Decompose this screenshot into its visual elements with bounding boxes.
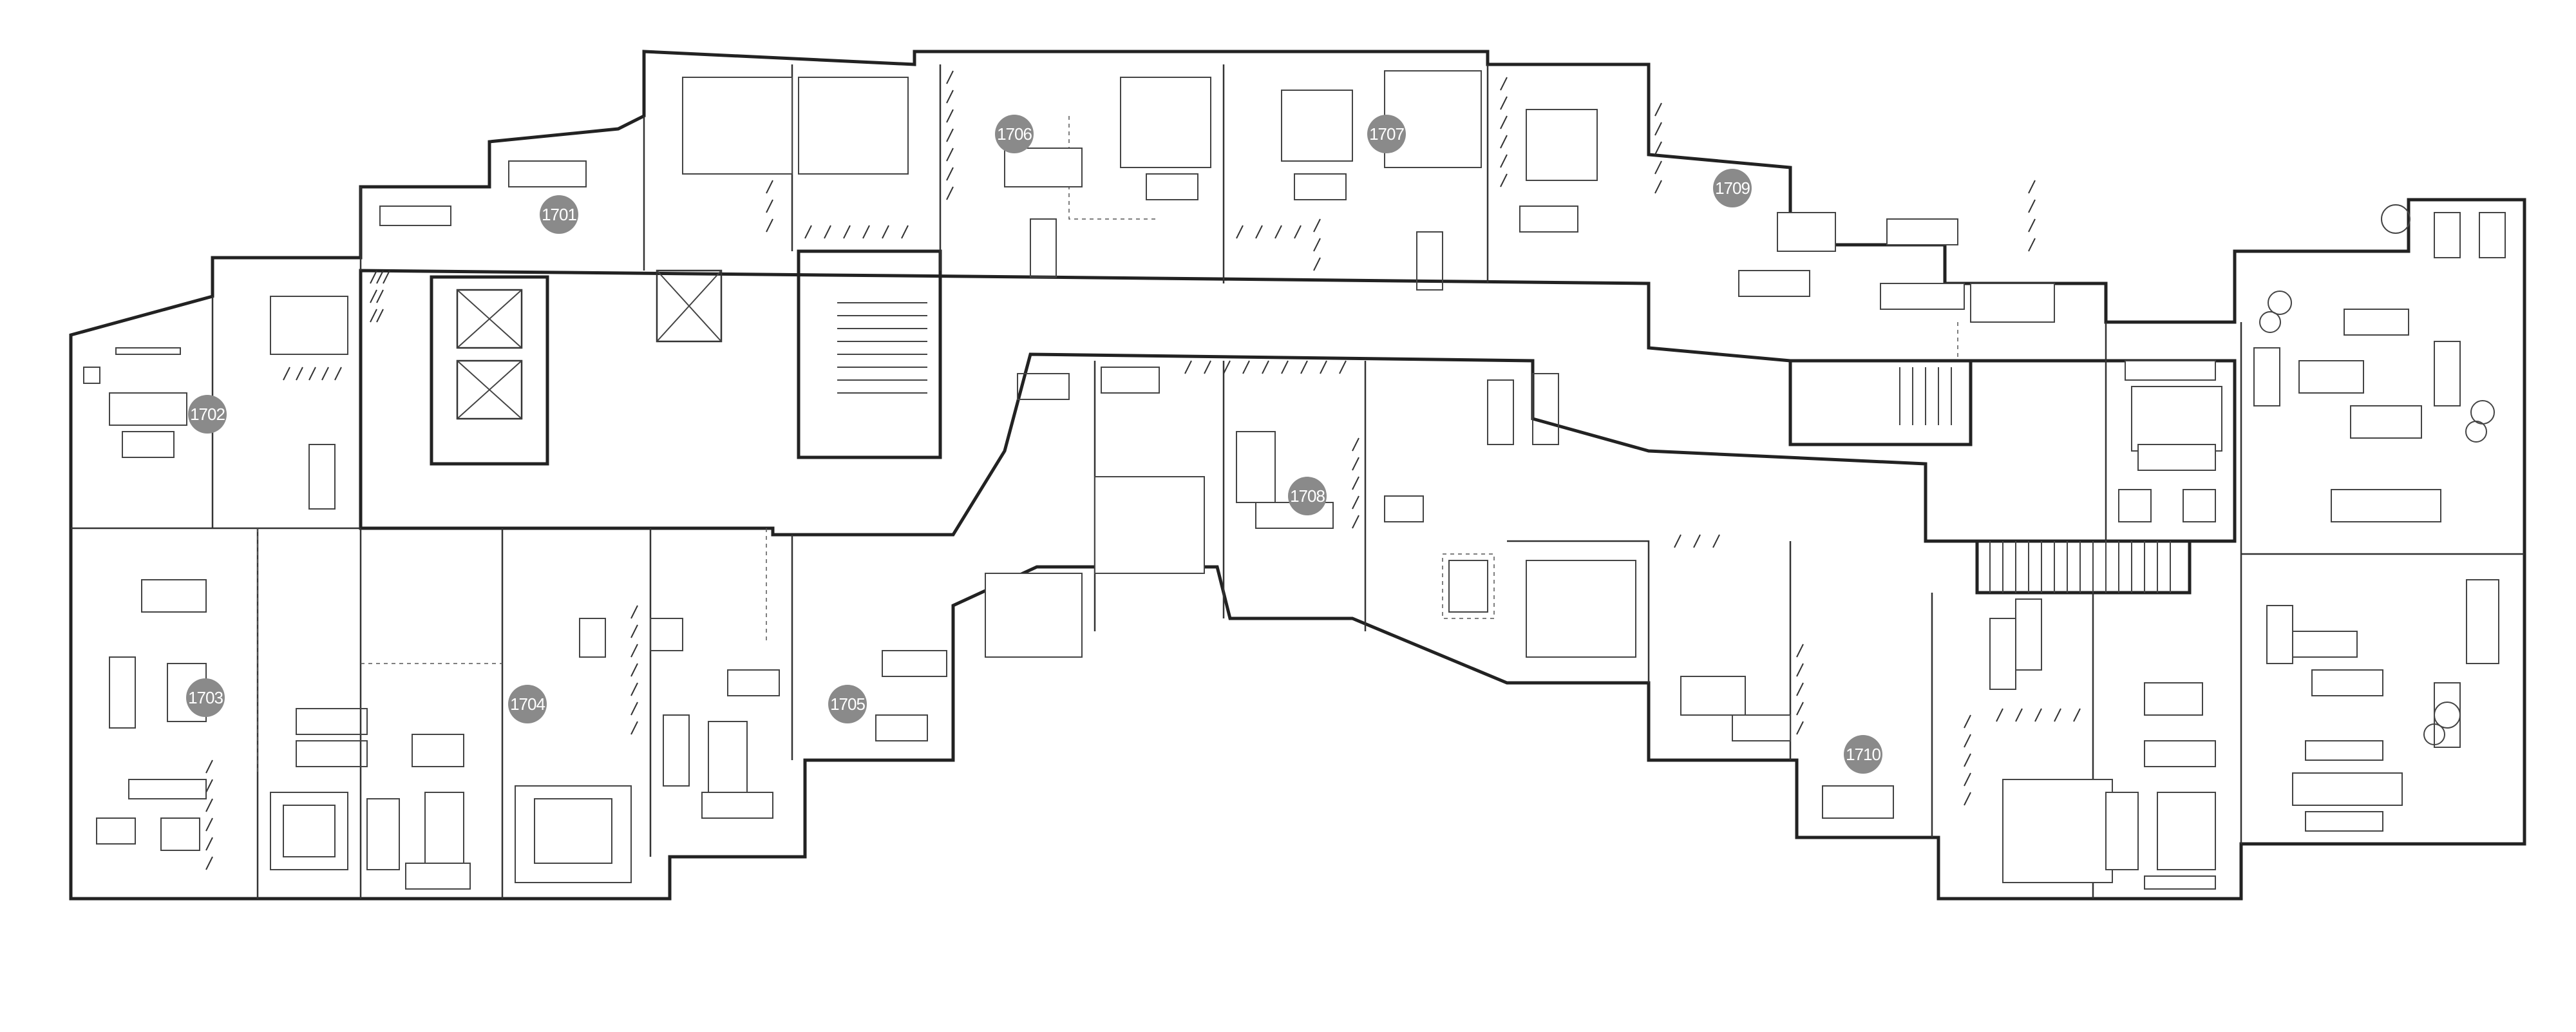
bathroom-fixtures: [296, 205, 2042, 767]
unit-label-1705: 1705: [830, 694, 865, 714]
unit-badge-1705[interactable]: 1705: [828, 685, 867, 723]
dashed-boundaries: [257, 116, 1958, 773]
unit-badge-1707[interactable]: 1707: [1367, 115, 1406, 153]
unit-badge-1703[interactable]: 1703: [186, 678, 225, 717]
terrace-plants: [2259, 204, 2495, 745]
unit-badge-1706[interactable]: 1706: [995, 115, 1034, 153]
unit-badge-1704[interactable]: 1704: [508, 685, 547, 723]
unit-label-1704: 1704: [510, 694, 545, 714]
unit-label-1702: 1702: [190, 405, 225, 424]
unit-badge-1708[interactable]: 1708: [1288, 477, 1327, 515]
wardrobe-hatches: [205, 70, 2081, 870]
stair-east: [1899, 367, 1952, 425]
unit-label-1701: 1701: [542, 205, 576, 224]
unit-badge-1702[interactable]: 1702: [188, 395, 227, 434]
unit-label-1703: 1703: [188, 688, 223, 707]
unit-label-1708: 1708: [1290, 486, 1325, 506]
stair-core: [837, 302, 927, 394]
unit-badges: 1701 1702 1703 1704 1705 1706 1707 1708: [186, 115, 1882, 774]
unit-badge-1701[interactable]: 1701: [540, 195, 578, 234]
corridor: [359, 269, 2237, 543]
building-core: [430, 249, 2192, 595]
unit-badge-1709[interactable]: 1709: [1713, 169, 1752, 207]
interior-walls: [71, 64, 2107, 899]
unit-label-1709: 1709: [1715, 178, 1750, 198]
unit-label-1707: 1707: [1369, 124, 1404, 144]
unit-label-1706: 1706: [997, 124, 1032, 144]
furniture: [83, 70, 2506, 890]
unit-badge-1710[interactable]: 1710: [1844, 735, 1882, 774]
unit-label-1710: 1710: [1846, 745, 1880, 764]
